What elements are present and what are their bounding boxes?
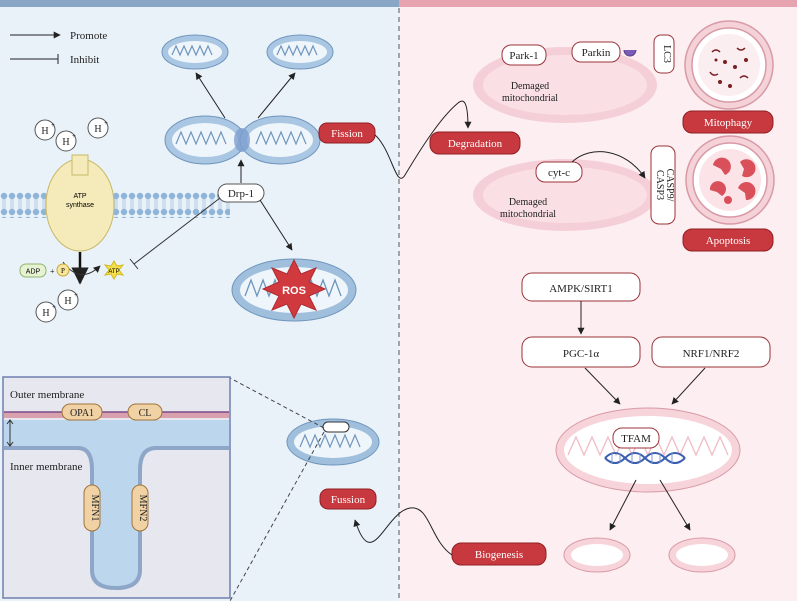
mito-fragment-right: [266, 34, 334, 70]
cytc-to-casp-arrow: [571, 151, 646, 179]
mito-dividing: [164, 115, 321, 165]
proton-5: H: [42, 308, 49, 319]
proton-1-charge: +: [51, 121, 55, 129]
mfn1-label: MFN1: [89, 495, 100, 522]
atp-synthase-label-1: ATP: [73, 193, 86, 200]
apoptosis-label: Apoptosis: [706, 235, 751, 247]
proton-5-charge: +: [52, 303, 56, 311]
parkin-label: Parkin: [582, 47, 611, 59]
damaged-mito-bottom: [473, 159, 657, 231]
legend-inhibit-label: Inhibit: [70, 54, 99, 66]
biogenesis-label: Biogenesis: [475, 549, 523, 561]
zoom-line-top: [229, 377, 325, 429]
proton-3-charge: +: [104, 119, 108, 127]
mfn1-protein: [83, 484, 101, 532]
fussion-label: Fussion: [331, 494, 366, 506]
apoptosis-node: [682, 228, 774, 252]
proton-3: H: [94, 124, 101, 135]
parkin-node: [571, 41, 621, 63]
fission-label: Fission: [331, 128, 363, 140]
drp1-inhibit-bar: [129, 258, 139, 270]
drp1-node: [217, 183, 265, 203]
pgc1a-node: [521, 336, 641, 368]
tfam-label: TFAM: [621, 433, 651, 445]
casp3-label: CASP3: [654, 170, 665, 200]
ros-mitochondrion: ROS: [231, 258, 357, 322]
damaged-mito-top-line1: Demaged: [511, 81, 549, 92]
damaged-mito-top-line2: mitochondrial: [502, 93, 558, 104]
pgc1a-label: PGC-1α: [563, 348, 600, 360]
mitophagy-node: [682, 110, 774, 134]
cytc-node: [535, 161, 583, 183]
left-top-bar: [0, 0, 399, 7]
damaged-mito-top: [473, 47, 657, 123]
atp-synthase-label-2: synthase: [66, 202, 94, 209]
adp-label: ADP: [26, 269, 41, 276]
damaged-mito-bottom-line2: mitochondrial: [500, 209, 556, 220]
proton-ions: H + H + H + H + H +: [34, 117, 109, 323]
cytc-label: cyt-c: [548, 167, 570, 179]
cl-protein: [127, 403, 163, 421]
proton-1: H: [41, 126, 48, 137]
proton-2-charge: +: [72, 132, 76, 140]
casp-node: [650, 145, 676, 225]
zoom-line-bottom: [229, 431, 325, 601]
fission-to-degradation-arrow: [374, 100, 472, 179]
cl-label: CL: [139, 408, 152, 419]
mitophagy-label: Mitophagy: [704, 117, 753, 129]
degradation-label: Degradation: [448, 138, 503, 150]
membrane-bilayer: [0, 192, 230, 218]
dna-helix-icon: [604, 452, 686, 464]
phosphate-label: P: [61, 267, 65, 275]
tfam-node: [612, 427, 660, 449]
fission-node: [318, 122, 376, 144]
proton-4-charge: +: [74, 291, 78, 299]
proton-2: H: [62, 137, 69, 148]
fusing-mitochondrion: [286, 418, 380, 466]
ampk-label: AMPK/SIRT1: [549, 283, 613, 295]
biogenesis-node: [451, 542, 547, 566]
damaged-mito-bottom-line1: Demaged: [509, 197, 547, 208]
lc3-label: LC3: [661, 45, 672, 63]
proton-4: H: [64, 296, 71, 307]
apoptotic-cell-icon: [685, 135, 775, 225]
degradation-node: [429, 131, 521, 155]
atp-synthase: ATP synthase: [45, 154, 115, 285]
opa1-protein: [61, 403, 103, 421]
casp9-label: CASP9/: [664, 169, 675, 202]
mito-fragment-left: [161, 34, 229, 70]
drp1-label: Drp-1: [228, 188, 254, 200]
mfn2-protein: [131, 484, 149, 532]
parkin-receptor-icon: [623, 49, 637, 57]
atp-label: ATP: [108, 269, 119, 275]
outer-membrane-label: Outer membrane: [10, 389, 84, 401]
autophagosome-icon: [684, 20, 774, 110]
opa1-label: OPA1: [70, 408, 94, 419]
fussion-node: [319, 488, 377, 510]
ros-label: ROS: [282, 285, 306, 297]
membrane-inset: [2, 376, 231, 599]
legend: Promote Inhibit: [10, 30, 107, 66]
mfn2-label: MFN2: [137, 495, 148, 522]
adp-atp-conversion: ADP + P ATP: [19, 260, 125, 280]
inner-membrane-label: Inner membrane: [10, 461, 82, 473]
nrf-node: [651, 336, 771, 368]
nrf-label: NRF1/NRF2: [683, 348, 740, 360]
lc3-node: [653, 34, 675, 74]
right-top-bar: [399, 0, 797, 7]
biogenesis-to-fussion-arrow: [353, 507, 453, 556]
tfam-mitochondrion: [555, 407, 741, 493]
park1-label: Park-1: [509, 50, 538, 62]
park1-node: [501, 44, 547, 66]
adp-plus: +: [50, 267, 55, 276]
legend-promote-label: Promote: [70, 30, 107, 42]
